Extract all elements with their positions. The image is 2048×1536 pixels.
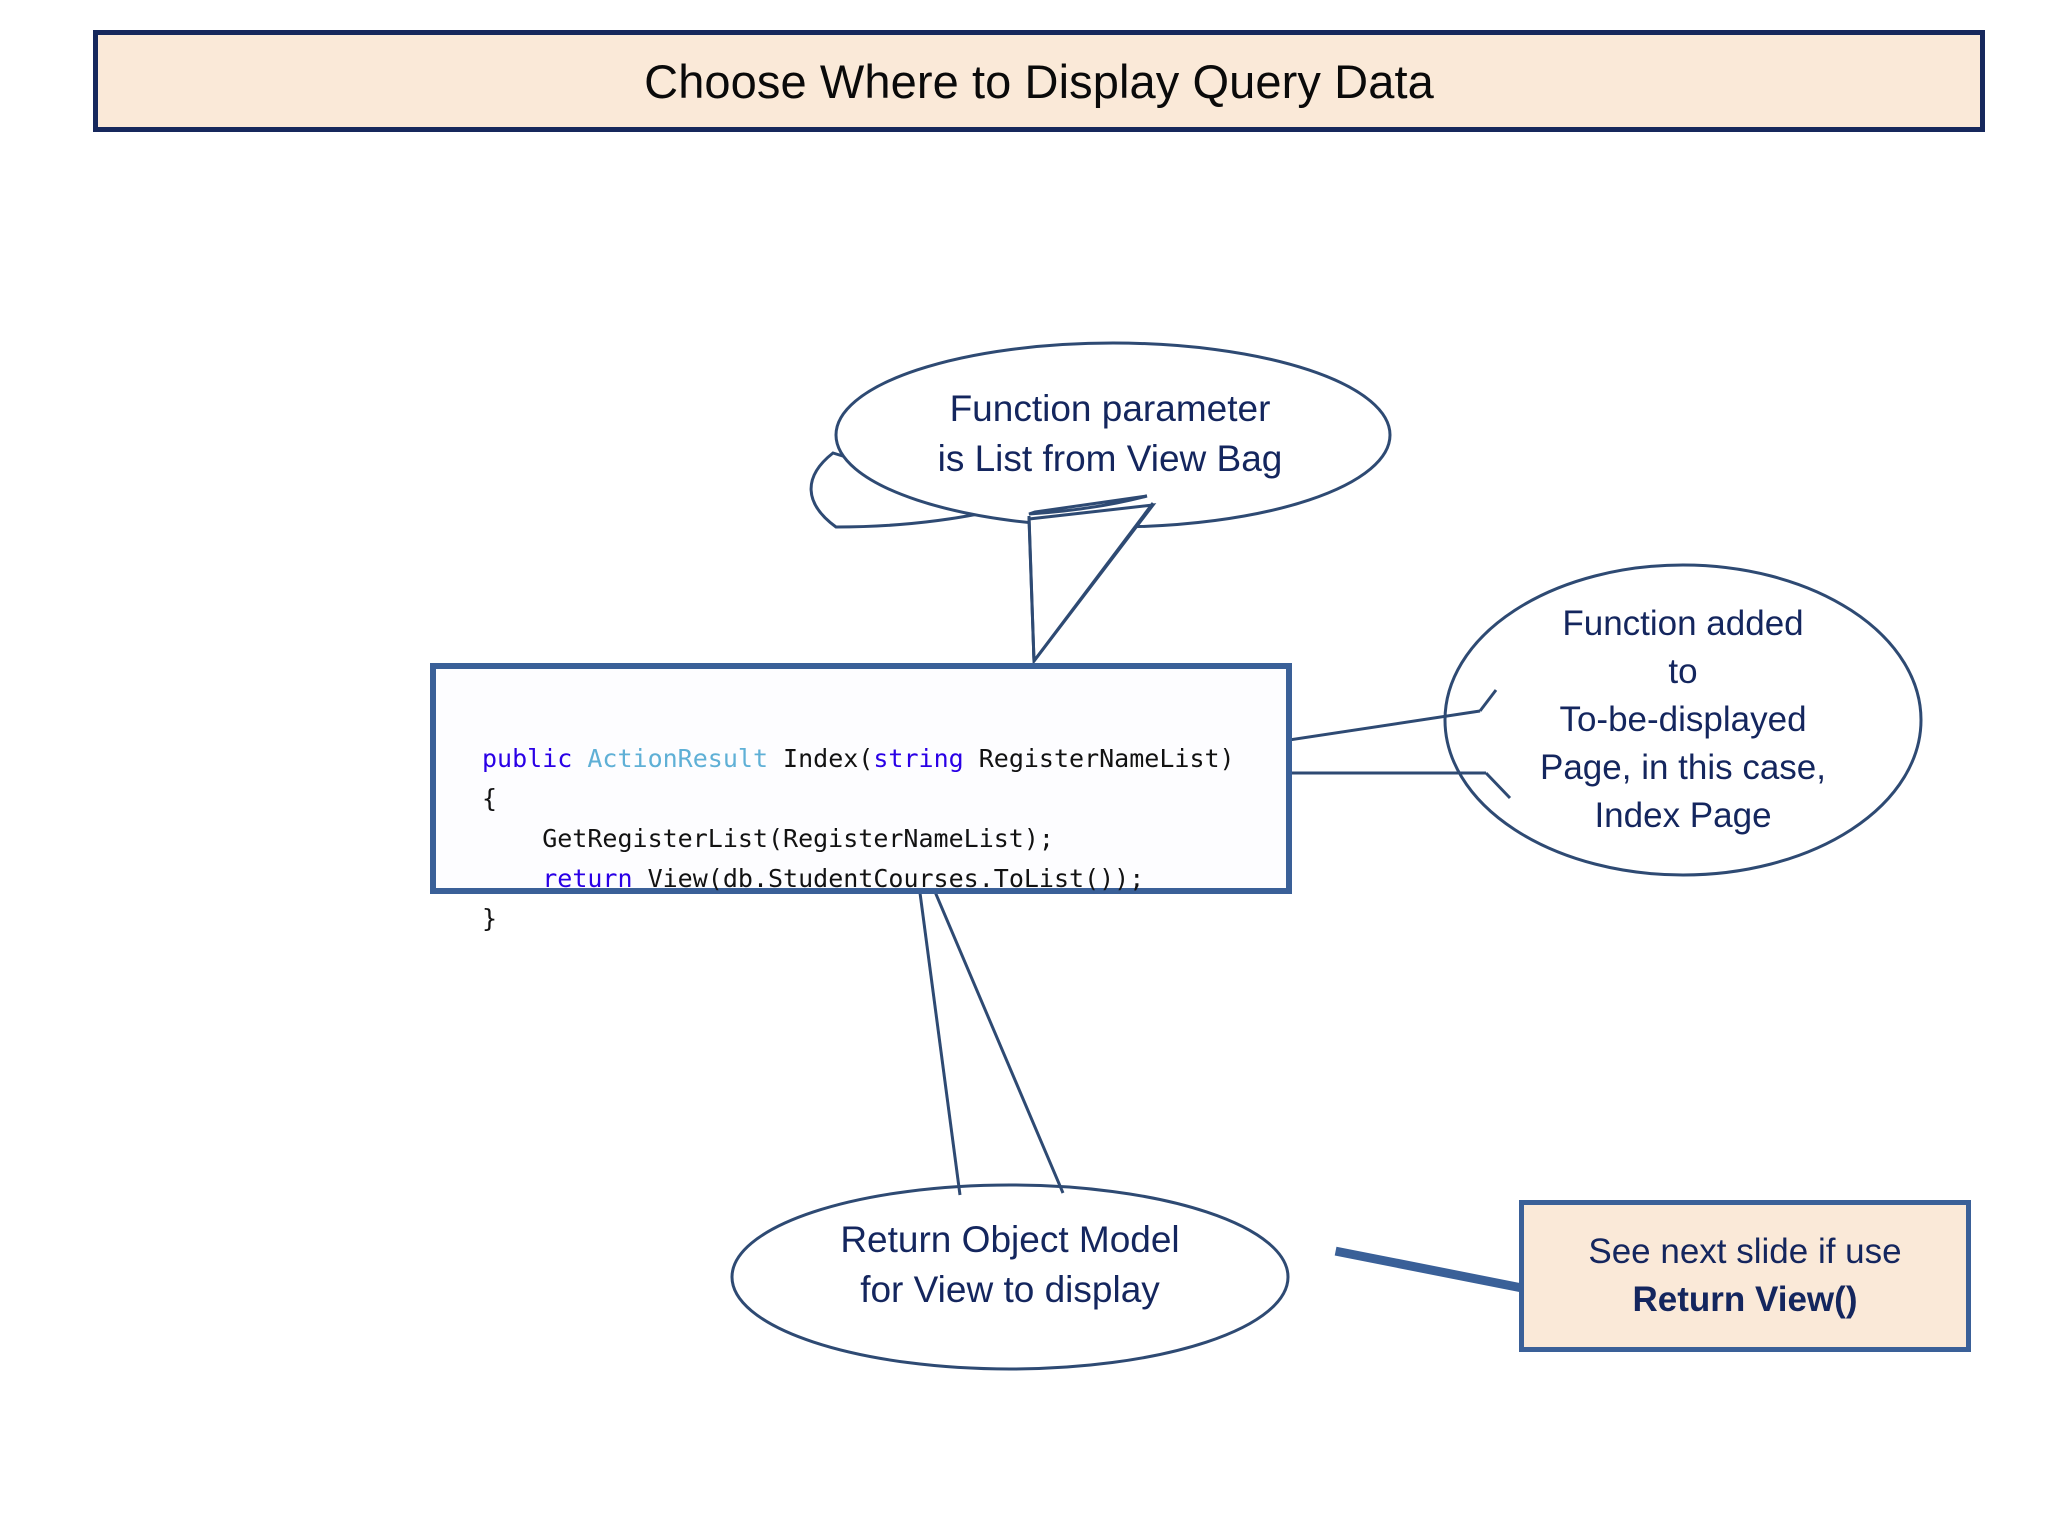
code-token-index-open: Index( <box>768 744 874 773</box>
code-line-return-view: return View(db.StudentCourses.ToList()); <box>482 864 1144 893</box>
code-token-view-call: View(db.StudentCourses.ToList()); <box>632 864 1145 893</box>
callout-function-added-label: Function added to To-be-displayed Page, … <box>1498 600 1868 840</box>
code-token-registernamelist: RegisterNameList) <box>963 744 1235 773</box>
code-line-signature: public ActionResult Index(string Registe… <box>482 744 1235 773</box>
callout-return-line-1: Return Object Model <box>840 1219 1180 1260</box>
code-token-public: public <box>482 744 573 773</box>
callout-added-line-1: Function added <box>1562 604 1804 643</box>
code-token-string: string <box>873 744 964 773</box>
callout-added-line-5: Index Page <box>1594 796 1772 835</box>
callout-added-line-3: To-be-displayed <box>1559 700 1807 739</box>
code-snippet-text: public ActionResult Index(string Registe… <box>482 699 1235 939</box>
callout-added-line-4: Page, in this case, <box>1540 748 1826 787</box>
code-token-space-1 <box>572 744 587 773</box>
code-token-return: return <box>542 864 633 893</box>
code-token-indent-2 <box>482 864 542 893</box>
code-snippet-box: public ActionResult Index(string Registe… <box>430 663 1292 933</box>
callout-added-line-2: to <box>1668 652 1698 691</box>
note-line-1: See next slide if use <box>1588 1232 1902 1271</box>
next-slide-note-box: See next slide if use Return View() <box>1519 1200 1971 1352</box>
slide-title-banner: Choose Where to Display Query Data <box>93 30 1985 132</box>
callout-function-parameter-label: Function parameter is List from View Bag <box>860 384 1360 484</box>
page-title: Choose Where to Display Query Data <box>644 54 1434 108</box>
callout-function-parameter-shape <box>809 341 1392 666</box>
code-token-actionresult: ActionResult <box>587 744 768 773</box>
callout-param-line-1: Function parameter <box>949 388 1271 429</box>
callout-param-line-2: is List from View Bag <box>937 438 1283 479</box>
code-line-open-brace: { <box>482 784 498 813</box>
code-line-close-brace: } <box>482 904 498 933</box>
note-connector-line <box>1334 1246 1523 1293</box>
callout-return-line-2: for View to display <box>860 1269 1160 1310</box>
code-line-getregisterlist: GetRegisterList(RegisterNameList); <box>482 824 1054 853</box>
note-line-2: Return View() <box>1632 1280 1858 1319</box>
callout-return-object-label: Return Object Model for View to display <box>760 1215 1260 1315</box>
